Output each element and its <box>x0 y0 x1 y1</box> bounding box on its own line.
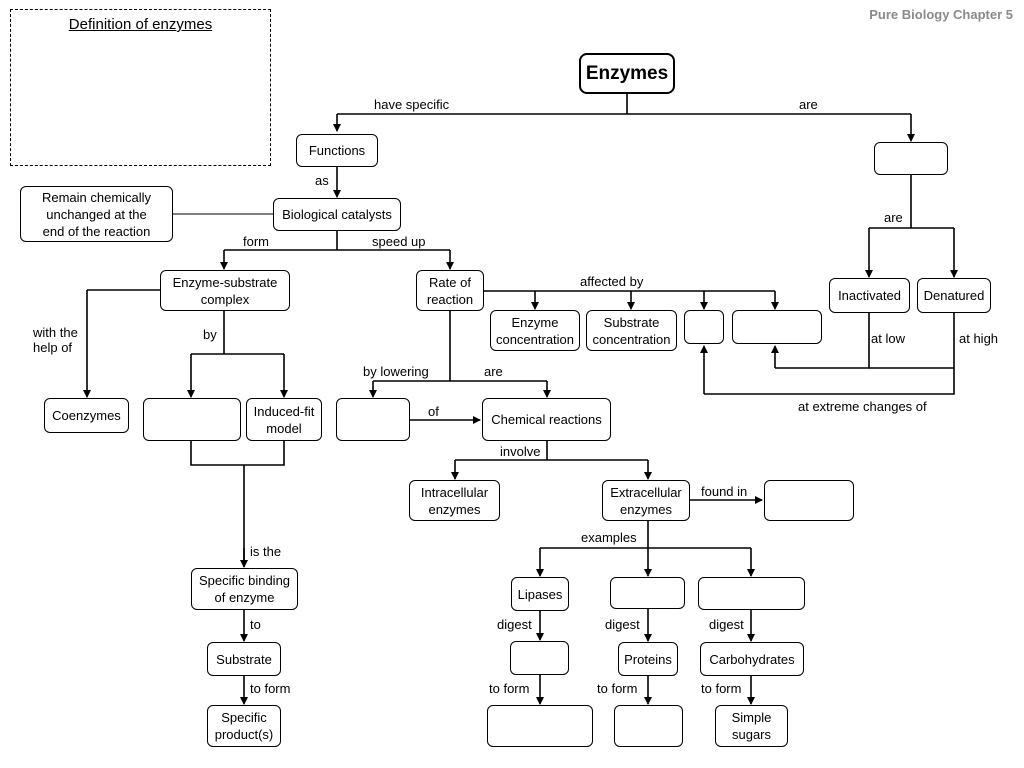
label-involve: involve <box>498 444 543 459</box>
node-inactivated: Inactivated <box>829 278 910 313</box>
node-lipase-substrate-blank <box>510 641 569 675</box>
node-example-blank-3 <box>698 577 805 610</box>
label-to-form-substrate: to form <box>250 681 291 696</box>
node-substrate: Substrate <box>207 642 281 676</box>
label-found-in: found in <box>701 484 748 499</box>
label-affected-by: affected by <box>580 274 644 289</box>
node-lowering-blank <box>336 398 410 441</box>
label-is-the: is the <box>250 544 282 559</box>
node-proteins: Proteins <box>618 642 678 676</box>
node-factor-blank-1 <box>684 310 724 344</box>
node-chemical-reactions: Chemical reactions <box>482 398 611 441</box>
node-functions: Functions <box>296 134 378 167</box>
label-are-top: are <box>797 97 820 112</box>
node-example-blank-2 <box>610 577 685 609</box>
connector-enzymes-branch <box>337 94 911 115</box>
node-lipase-product-blank <box>487 705 593 747</box>
label-have-specific: have specific <box>372 97 452 112</box>
label-to: to <box>250 617 261 632</box>
node-induced-fit-model: Induced-fit model <box>246 398 322 441</box>
node-carbohydrates: Carbohydrates <box>700 642 804 676</box>
label-digest-lipase: digest <box>497 617 532 632</box>
connector-at-high <box>704 313 955 395</box>
node-model-blank <box>143 398 241 441</box>
label-to-form-carb: to form <box>701 681 742 696</box>
node-location-blank <box>764 480 854 521</box>
label-digest-protein: digest <box>605 617 640 632</box>
connector-examples <box>540 521 751 549</box>
label-as: as <box>313 173 331 188</box>
label-to-form-protein: to form <box>597 681 638 696</box>
connector-catalysts-branch <box>224 231 450 251</box>
node-biological-catalysts: Biological catalysts <box>273 198 401 231</box>
connector-rate-down <box>373 311 547 382</box>
label-of: of <box>428 404 439 419</box>
label-examples: examples <box>579 530 639 545</box>
label-by: by <box>203 327 217 342</box>
label-at-extreme-changes-of: at extreme changes of <box>798 399 927 414</box>
node-factor-blank-2 <box>732 310 822 344</box>
node-protein-product-blank <box>614 705 683 747</box>
node-are-blank <box>874 142 948 175</box>
label-at-low: at low <box>871 331 905 346</box>
node-denatured: Denatured <box>917 278 991 313</box>
label-are-middle: are <box>484 364 503 379</box>
node-enzyme-substrate-complex: Enzyme-substrate complex <box>160 270 290 311</box>
node-simple-sugars: Simple sugars <box>715 705 788 747</box>
label-by-lowering: by lowering <box>363 364 429 379</box>
chapter-header: Pure Biology Chapter 5 <box>869 7 1013 22</box>
node-specific-products: Specific product(s) <box>207 705 281 747</box>
connector-complex-models <box>191 311 284 355</box>
connector-involve <box>455 441 648 461</box>
node-lipases: Lipases <box>511 577 569 611</box>
node-coenzymes: Coenzymes <box>44 398 129 433</box>
label-are-right: are <box>882 210 905 225</box>
label-digest-carb: digest <box>709 617 744 632</box>
node-substrate-concentration: Substrate concentration <box>586 310 677 351</box>
label-form: form <box>241 234 271 249</box>
node-extracellular-enzymes: Extracellular enzymes <box>602 480 690 521</box>
definition-box: Definition of enzymes <box>10 9 271 166</box>
label-to-form-lipase: to form <box>489 681 530 696</box>
label-speed-up: speed up <box>370 234 428 249</box>
label-at-high: at high <box>959 331 999 346</box>
node-intracellular-enzymes: Intracellular enzymes <box>409 480 500 521</box>
definition-title: Definition of enzymes <box>68 16 213 33</box>
connector-are-right-branch <box>869 175 954 229</box>
label-with-the-help-of: with the help of <box>33 325 78 355</box>
node-remain-unchanged: Remain chemically unchanged at the end o… <box>20 186 173 242</box>
node-specific-binding: Specific binding of enzyme <box>191 568 298 610</box>
node-rate-of-reaction: Rate of reaction <box>416 270 484 311</box>
node-enzyme-concentration: Enzyme concentration <box>490 310 580 351</box>
node-enzymes: Enzymes <box>579 53 675 94</box>
